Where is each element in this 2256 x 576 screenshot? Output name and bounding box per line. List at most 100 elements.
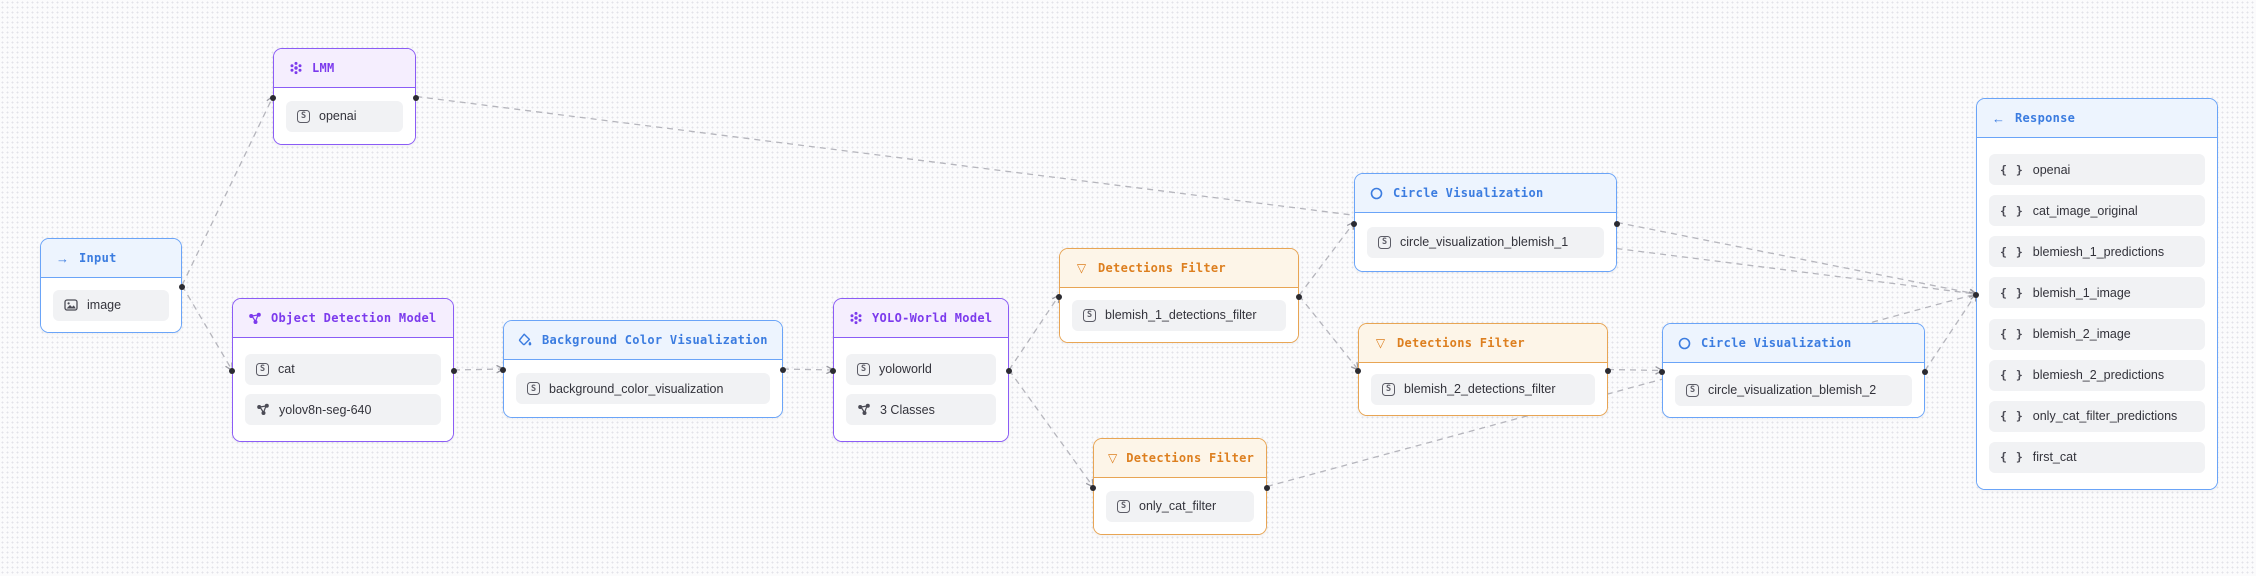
node-resp[interactable]: ← Response { }openai{ }cat_image_origina…: [1973, 98, 2218, 490]
input-handle[interactable]: [229, 368, 235, 374]
node-item-label: blemish_2_detections_filter: [1404, 382, 1556, 396]
node-header: LMM: [274, 49, 415, 88]
node-title: Input: [79, 251, 117, 265]
node-body: { }openai{ }cat_image_original{ }blemies…: [1977, 138, 2217, 489]
funnel-icon: ▽: [1108, 451, 1118, 465]
braces-icon: { }: [2000, 368, 2024, 383]
node-item-label: yolov8n-seg-640: [279, 402, 372, 417]
node-title: Response: [2015, 111, 2076, 125]
atom-icon: [288, 61, 303, 76]
string-icon: S: [1382, 382, 1395, 396]
input-handle[interactable]: [1056, 293, 1062, 300]
braces-icon: { }: [2000, 409, 2024, 424]
output-handle[interactable]: [1264, 484, 1270, 491]
string-icon: S: [527, 382, 540, 395]
node-item-label: circle_visualization_blemish_1: [1400, 235, 1569, 249]
string-icon: S: [1378, 235, 1391, 249]
output-handle[interactable]: [780, 367, 786, 373]
input-handle[interactable]: [270, 94, 276, 101]
node-item-label: yoloworld: [879, 362, 932, 377]
paint-bucket-icon: [518, 333, 533, 348]
node-title: YOLO-World Model: [872, 311, 993, 325]
node-header: ▽ Detections Filter: [1060, 249, 1298, 288]
node-item-label: image: [87, 298, 122, 312]
edge-input-to-lmm: [181, 95, 275, 286]
edge-df1-to-df2: [1298, 295, 1359, 371]
node-item-label: cat: [278, 362, 295, 377]
input-handle[interactable]: [1090, 484, 1096, 491]
braces-icon: { }: [2000, 450, 2024, 465]
edge-dfc-to-resp: [1266, 291, 1978, 488]
input-handle[interactable]: [1973, 292, 1979, 298]
node-item-label: blemiesh_1_predictions: [2032, 244, 2165, 259]
edge-odm-to-bcv: [453, 364, 505, 374]
output-handle[interactable]: [1006, 368, 1012, 374]
output-handle[interactable]: [1614, 220, 1620, 227]
node-header: ▽ Detections Filter: [1094, 439, 1266, 478]
node-header: Circle Visualization: [1663, 324, 1924, 363]
node-header: ▽ Detections Filter: [1359, 324, 1607, 363]
braces-icon: { }: [2000, 285, 2024, 300]
edge-lmm-to-resp: [415, 95, 1978, 298]
output-handle[interactable]: [451, 368, 457, 374]
node-item-label: only_cat_filter_predictions: [2032, 409, 2178, 424]
edge-bcv-to-ywm: [782, 365, 835, 375]
output-handle[interactable]: [179, 283, 185, 290]
edge-df1-to-cv1: [1298, 221, 1355, 296]
node-body: image: [41, 278, 181, 332]
image-icon: [64, 299, 78, 311]
node-item-label: 3 Classes: [880, 402, 935, 417]
atom-icon: [848, 311, 863, 326]
node-header: Object Detection Model: [233, 299, 453, 338]
input-handle[interactable]: [830, 368, 836, 374]
output-handle[interactable]: [1605, 367, 1611, 374]
input-handle[interactable]: [1659, 368, 1665, 375]
node-item-label: blemiesh_2_predictions: [2032, 368, 2165, 383]
output-handle[interactable]: [1296, 293, 1302, 300]
node-title: LMM: [312, 61, 335, 75]
input-handle[interactable]: [1355, 367, 1361, 374]
input-handle[interactable]: [1351, 220, 1357, 227]
braces-icon: { }: [2000, 162, 2024, 177]
node-item-label: openai: [2032, 162, 2071, 177]
braces-icon: { }: [2000, 203, 2024, 218]
string-icon: S: [1686, 383, 1699, 397]
node-header: Circle Visualization: [1355, 174, 1616, 213]
arrow-right-icon: →: [56, 250, 69, 266]
input-handle[interactable]: [500, 367, 506, 373]
node-input[interactable]: → Input image: [40, 238, 185, 333]
string-icon: S: [857, 362, 870, 376]
circle-icon: [1369, 186, 1384, 201]
node-header: → Input: [41, 239, 181, 278]
output-handle[interactable]: [1922, 368, 1928, 375]
node-header: YOLO-World Model: [834, 299, 1008, 338]
node-item: { } blemiesh_2_predictions: [1989, 359, 2205, 391]
output-handle[interactable]: [413, 94, 419, 101]
node-item-label: openai: [319, 109, 357, 123]
circle-icon: [1677, 336, 1692, 351]
graph-icon: [256, 403, 270, 416]
